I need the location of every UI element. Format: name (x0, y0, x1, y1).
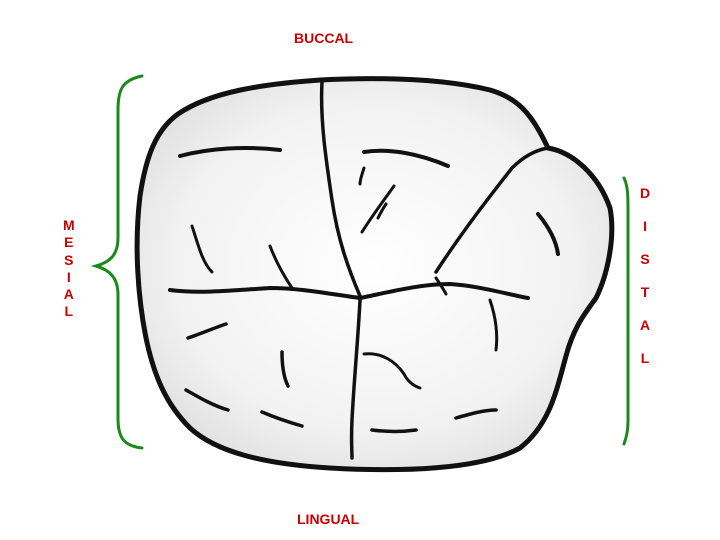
minor-fissure-10 (280, 350, 290, 388)
central-groove-left (168, 286, 362, 300)
central-groove-right (358, 282, 530, 300)
mesial-label: M E S I A L (63, 218, 75, 322)
lingual-groove (349, 298, 362, 460)
minor-fissure-9 (362, 352, 422, 390)
distal-letter: I (643, 218, 647, 234)
fissure-lines (168, 80, 560, 460)
lingual-label: LINGUAL (297, 511, 360, 527)
mesial-bracket (90, 74, 144, 450)
lingual-ridge-left (186, 322, 228, 340)
minor-fissure-7 (488, 298, 499, 352)
minor-fissure-6 (536, 212, 560, 256)
minor-fissure-3 (376, 202, 388, 220)
buccal-cusp-ridge-right (362, 148, 450, 168)
distal-oblique-groove (434, 146, 550, 274)
buccal-label: BUCCAL (294, 30, 354, 46)
distal-letter: L (640, 350, 650, 366)
distal-bracket (622, 176, 630, 446)
minor-fissure-8 (434, 276, 448, 296)
mesial-letter: I (66, 268, 71, 285)
lingual-ridge-2 (260, 410, 304, 428)
minor-fissure-2 (360, 184, 396, 234)
mesial-letter: S (64, 251, 74, 268)
lingual-ridge-3 (370, 428, 418, 434)
distal-letter: D (640, 185, 651, 201)
buccal-cusp-ridge-left (178, 146, 282, 158)
mesial-letter: A (63, 286, 74, 303)
lingual-ridge-1 (184, 388, 230, 412)
mesial-letter: M (63, 217, 75, 233)
mesial-letter: L (64, 303, 74, 320)
mesial-letter: E (64, 234, 74, 251)
minor-fissure-1 (358, 166, 366, 186)
distal-letter: A (640, 317, 651, 333)
distal-letter: T (640, 284, 650, 300)
lingual-ridge-4 (454, 408, 498, 420)
tooth-outline (134, 76, 615, 473)
minor-fissure-4 (190, 224, 214, 274)
minor-fissure-5 (268, 244, 294, 290)
distal-letter: S (640, 251, 650, 267)
distal-label: D I S T A L (640, 186, 650, 384)
buccal-groove (319, 80, 362, 298)
